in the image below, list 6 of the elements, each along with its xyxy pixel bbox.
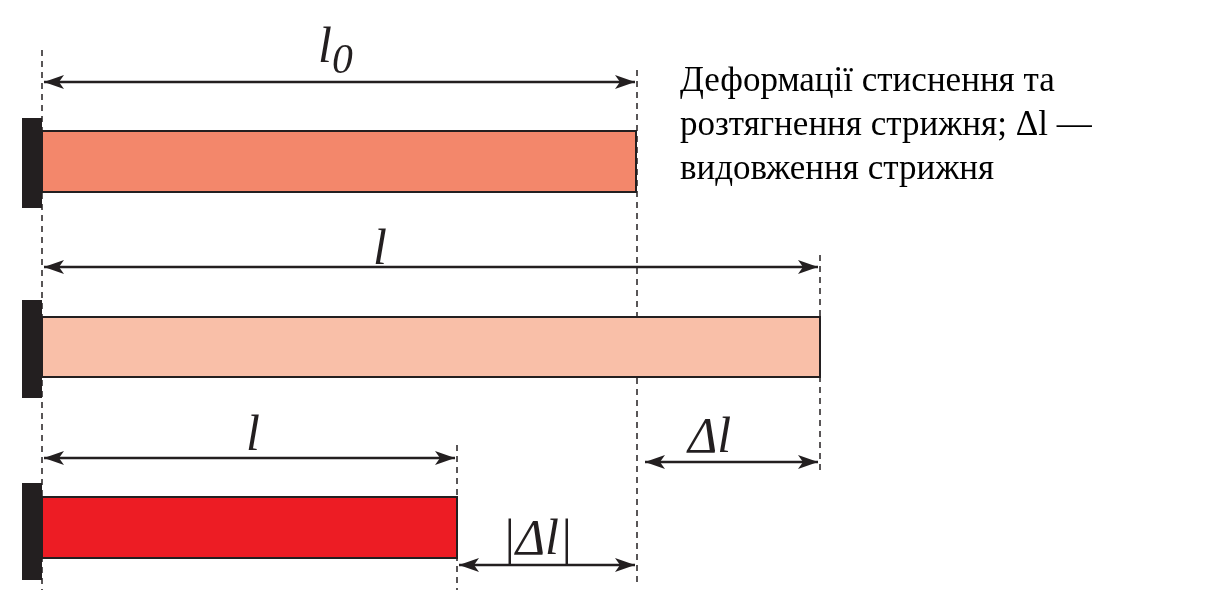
caption: Деформації стиснення та розтягнення стрижня; Δl — видовження стрижня [680,59,1093,189]
dimension-label: l [373,222,387,272]
dimension-label: l$_{0}$ [318,20,353,81]
dimension-label: Δl [688,410,732,460]
dimension-label: |Δl| [502,512,573,562]
dimension-label: l [246,408,260,458]
